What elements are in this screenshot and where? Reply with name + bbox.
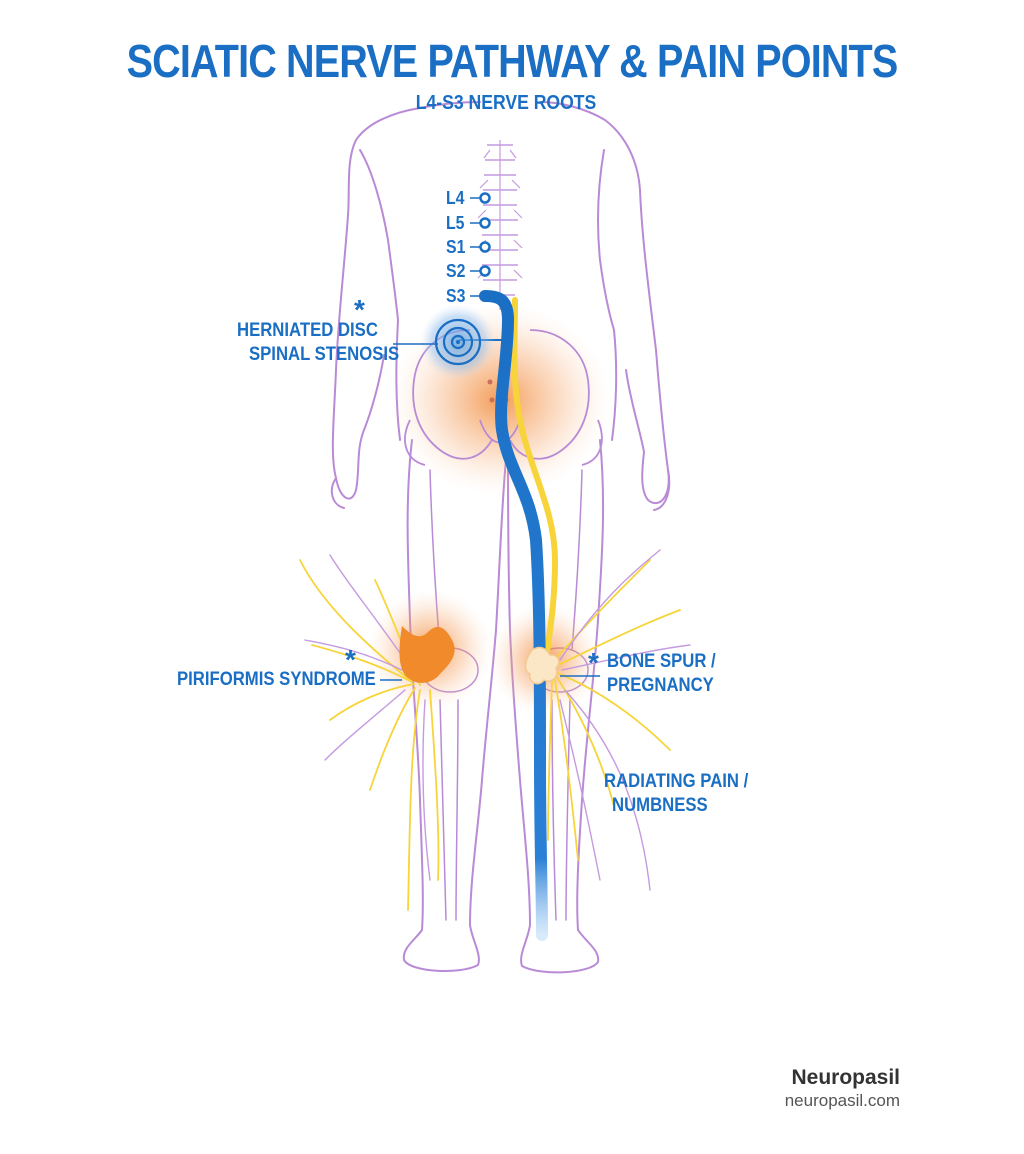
numbness-label: NUMBNESS (612, 795, 708, 816)
bone-spur-marker: * (588, 647, 599, 678)
root-label-s2: S2 (446, 261, 466, 281)
piriformis-label: PIRIFORMIS SYNDROME (177, 669, 376, 690)
page-title: SCIATIC NERVE PATHWAY & PAIN POINTS (126, 35, 899, 87)
brand-url[interactable]: neuropasil.com (784, 1091, 900, 1110)
nerve-root-markers (470, 192, 491, 302)
spine (477, 140, 523, 310)
root-label-s1: S1 (446, 237, 466, 257)
pregnancy-label: PREGNANCY (607, 675, 714, 696)
page-subtitle: L4-S3 NERVE ROOTS (415, 92, 597, 114)
brand-block: Neuropasil neuropasil.com (785, 1066, 900, 1111)
bone-spur-label: BONE SPUR / (607, 651, 716, 672)
root-label-l4: L4 (446, 188, 465, 208)
herniated-marker: * (354, 294, 365, 325)
brand-name: Neuropasil (791, 1066, 900, 1089)
spinal-stenosis-label: SPINAL STENOSIS (249, 344, 400, 365)
root-label-s3: S3 (446, 286, 466, 306)
yellow-nerve-branches (299, 297, 681, 911)
radiating-pain-label: RADIATING PAIN / (604, 771, 749, 792)
piriformis-marker: * (345, 644, 356, 675)
herniated-disc-marker (420, 304, 496, 380)
root-label-l5: L5 (446, 213, 465, 233)
bone-spur (524, 646, 560, 685)
callout-lines (380, 343, 600, 681)
piriformis-muscle (399, 626, 455, 683)
herniated-disc-label: HERNIATED DISC (237, 320, 378, 341)
purple-radiating-lines (304, 549, 691, 891)
